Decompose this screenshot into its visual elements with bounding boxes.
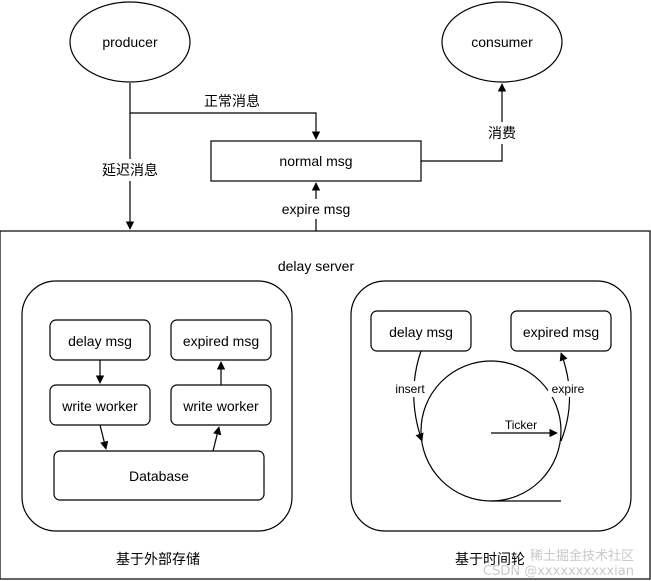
expire-msg-label: expire msg — [282, 201, 350, 217]
left-delay-msg-label: delay msg — [68, 333, 132, 349]
right-expired-msg-node: expired msg — [510, 310, 612, 352]
consume-label: 消费 — [488, 126, 516, 142]
time-wheel-caption: 基于时间轮 — [455, 551, 525, 568]
producer-label: producer — [102, 34, 158, 50]
expire-msg-label-bg — [270, 199, 362, 219]
time-wheel-circle — [420, 360, 562, 502]
right-delay-msg-node: delay msg — [370, 310, 472, 352]
left-write-worker-2-label: write worker — [182, 398, 259, 414]
left-write-worker-1-label: write worker — [61, 398, 138, 414]
expire-label-bg — [548, 381, 588, 397]
worker-to-database-edge — [99, 424, 109, 450]
consume-label-bg — [482, 122, 522, 144]
left-delay-msg-node: delay msg — [49, 319, 151, 361]
delayed-message-label-bg — [96, 159, 164, 181]
delayed-message-label: 延迟消息 — [102, 162, 158, 179]
consume-edge — [421, 83, 507, 162]
watermark-line-1: 稀土掘金技术社区 — [530, 548, 634, 564]
insert-label-bg — [392, 381, 428, 397]
normal-message-label: 正常消息 — [204, 93, 260, 110]
consumer-node: consumer — [441, 1, 563, 83]
left-expired-msg-node: expired msg — [170, 319, 272, 361]
left-expired-msg-label: expired msg — [183, 333, 259, 349]
right-delay-msg-label: delay msg — [389, 324, 453, 340]
external-storage-caption: 基于外部存储 — [116, 551, 200, 568]
watermark-line-2: CSDN @xxxxxxxxxxian — [483, 564, 634, 579]
producer-node: producer — [69, 1, 191, 83]
expire-label: expire — [552, 382, 585, 396]
normal-msg-node: normal msg — [210, 140, 422, 182]
database-node: Database — [53, 450, 265, 501]
insert-label: insert — [395, 382, 425, 396]
consumer-label: consumer — [471, 34, 533, 50]
right-expired-msg-label: expired msg — [523, 324, 599, 340]
delay-server-label: delay server — [278, 258, 355, 274]
expire-edge — [559, 352, 571, 442]
ticker-label: Ticker — [505, 418, 537, 432]
normal-message-edge — [129, 83, 321, 140]
left-write-worker-1-node: write worker — [49, 384, 151, 426]
normal-msg-label: normal msg — [279, 153, 352, 169]
left-write-worker-2-node: write worker — [170, 384, 272, 426]
database-label: Database — [129, 468, 189, 484]
database-to-worker-edge — [212, 426, 222, 452]
